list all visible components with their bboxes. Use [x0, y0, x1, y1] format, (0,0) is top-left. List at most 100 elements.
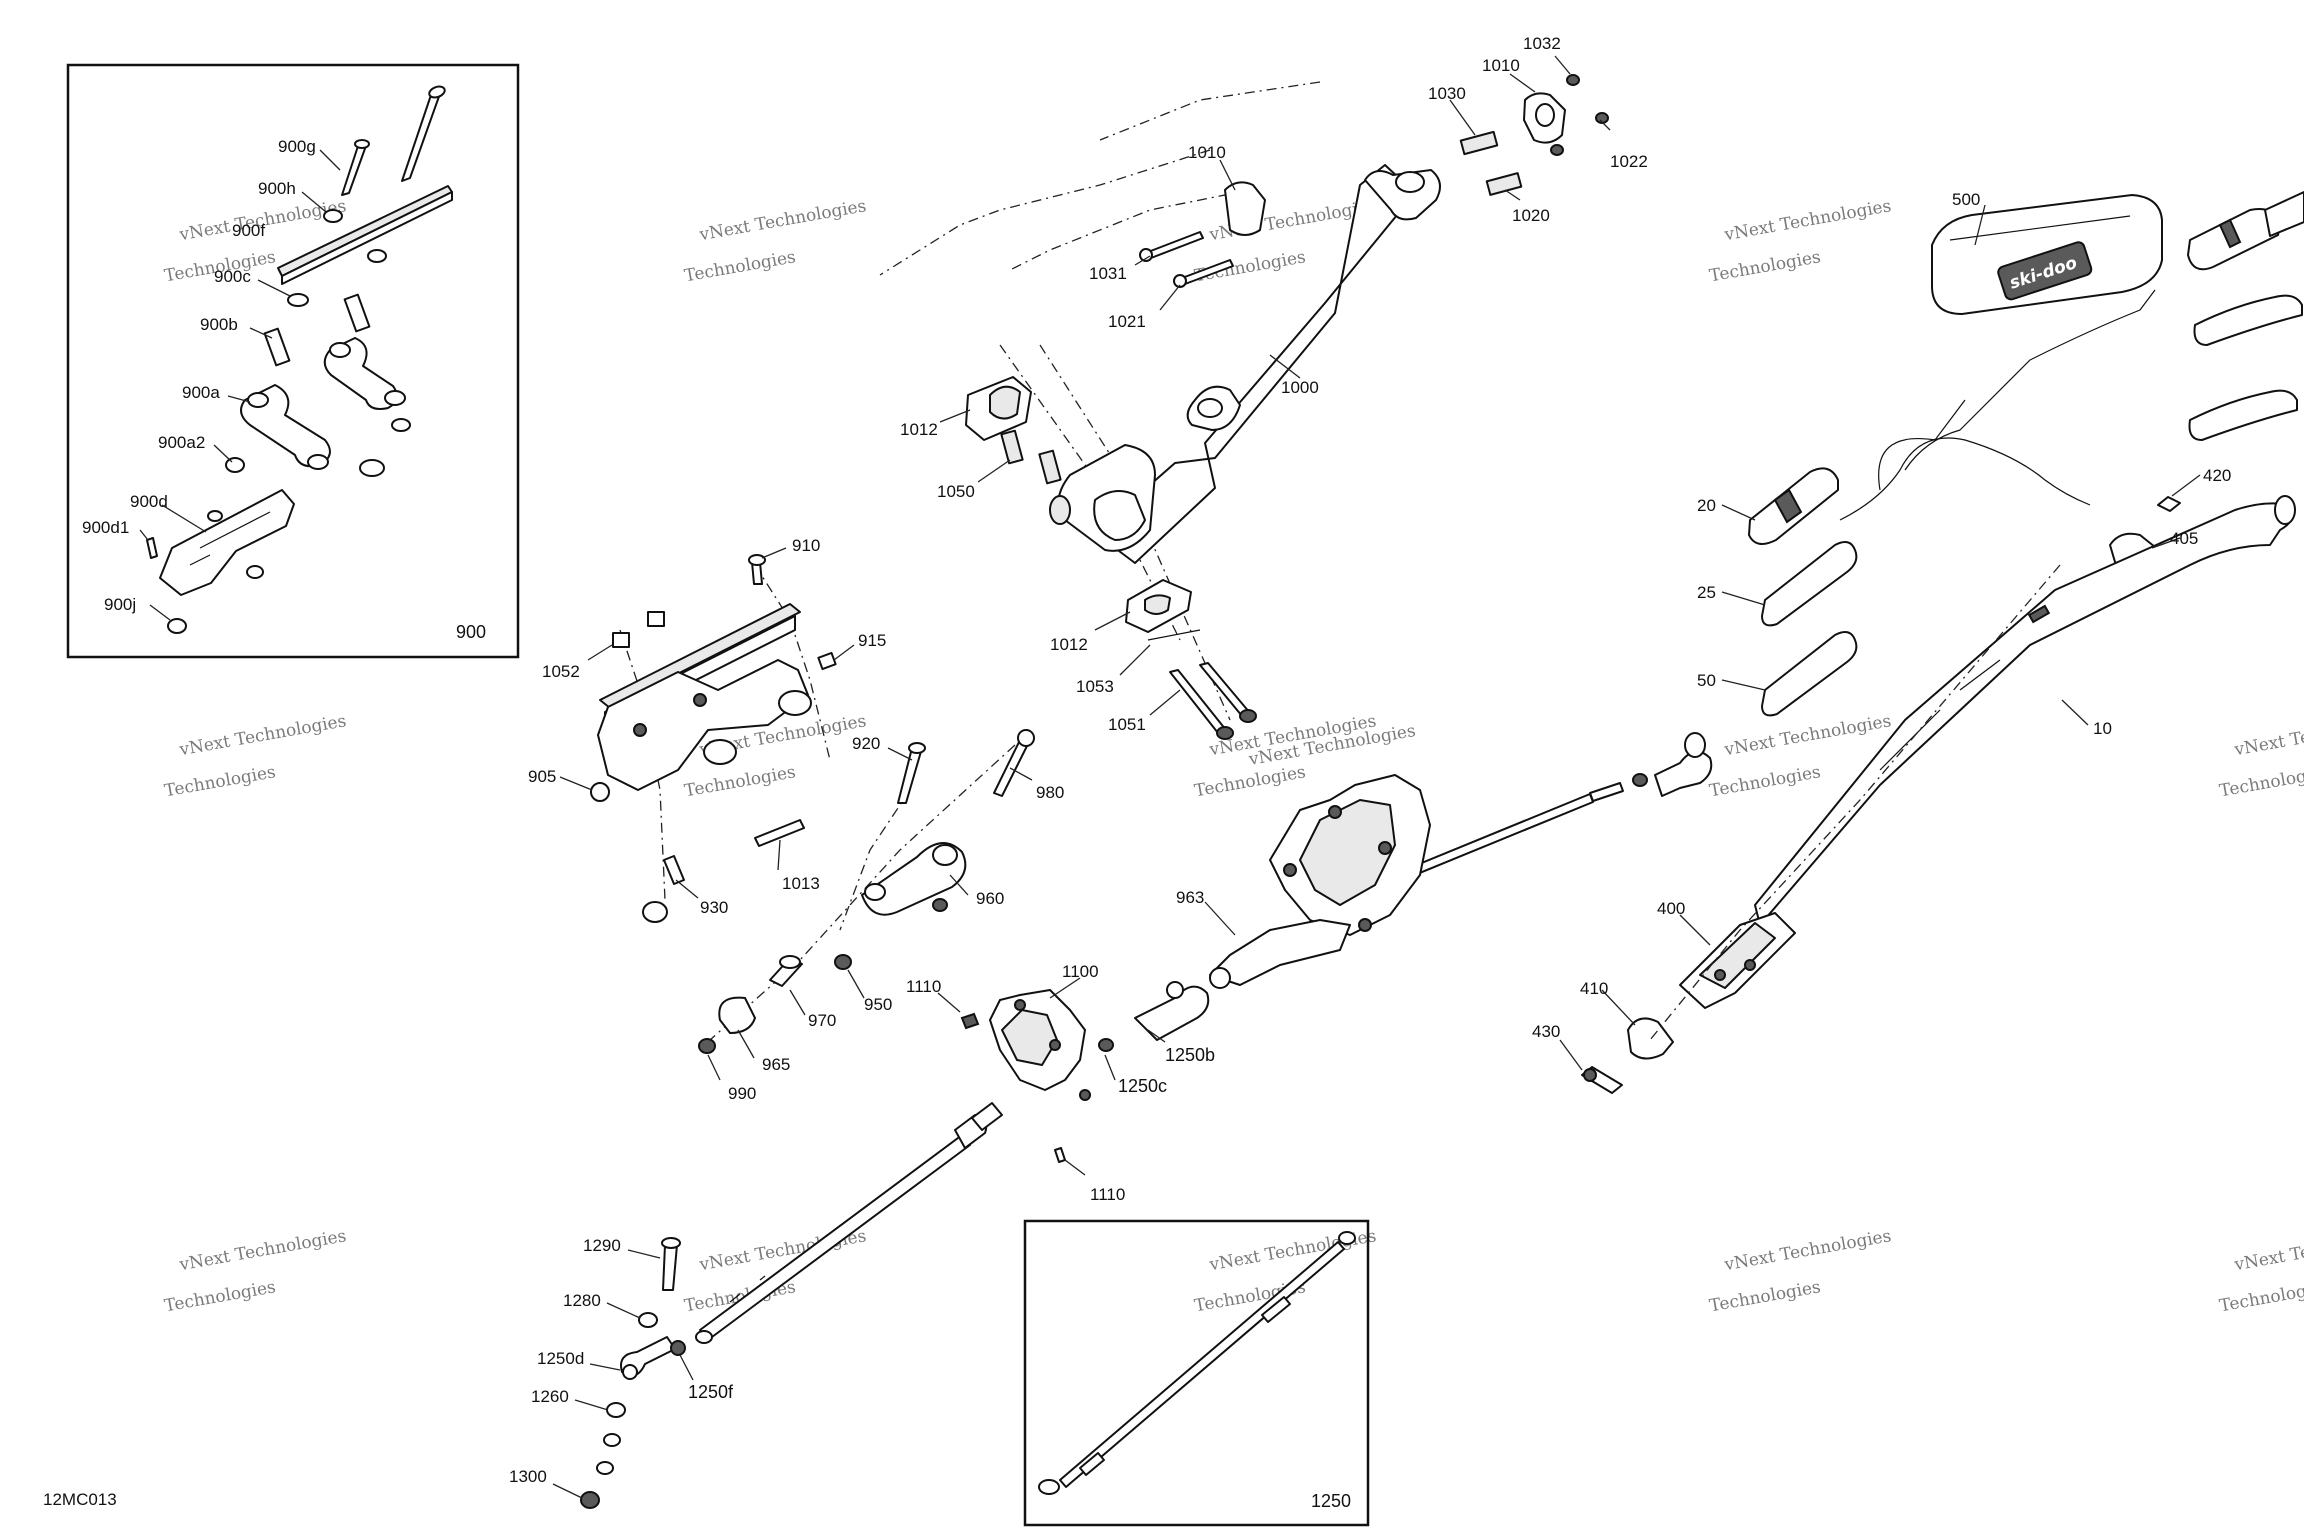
base-plate-part [159, 489, 295, 596]
bolt-hole [1378, 841, 1392, 855]
cap-part [642, 901, 668, 923]
washer-part [603, 1433, 621, 1447]
callout-990: 990 [728, 1084, 756, 1103]
bushing-part [1209, 967, 1231, 989]
leader-line [1601, 989, 1636, 1026]
column-end [1197, 398, 1223, 418]
leader-line [139, 529, 149, 541]
watermark-text: Technologies [1708, 1277, 1822, 1316]
callout-430: 430 [1532, 1022, 1560, 1041]
leader-line [1147, 1029, 1166, 1043]
watermark-text: vNext Technologies [1722, 196, 1893, 245]
leader-line [1449, 99, 1476, 136]
bushing-part [384, 390, 406, 406]
bolt-hole [1283, 863, 1297, 877]
bolt-part [662, 1244, 678, 1291]
lower-shaft-group: 1290 1280 1250d 1250f 1260 1300 12MC013 [43, 1102, 1003, 1509]
bolt-head [693, 693, 707, 707]
bolt-head [428, 85, 446, 99]
leader-line [249, 327, 273, 339]
handlebar-end-part [2188, 389, 2298, 441]
clamp-part [1627, 1017, 1674, 1060]
bolt-hole [1014, 999, 1026, 1011]
bolt-part [897, 747, 923, 804]
callout-1032: 1032 [1523, 34, 1561, 53]
callout-1020: 1020 [1512, 206, 1550, 225]
leader-line [589, 1363, 621, 1371]
clip-part [647, 611, 665, 627]
nut-part [359, 459, 385, 477]
tie-rod-boot [1079, 1452, 1105, 1476]
callout-400: 400 [1657, 899, 1685, 918]
callout-1250b: 1250b [1165, 1045, 1215, 1065]
nut-part [1595, 112, 1609, 124]
callout-963: 963 [1176, 888, 1204, 907]
bolt-part [1147, 231, 1204, 259]
nut-part [1216, 726, 1234, 740]
bracket-rail-part [599, 603, 801, 709]
handlebar-part [1754, 502, 2294, 926]
watermark-text: Technologies [163, 762, 277, 801]
column-end [1395, 171, 1425, 193]
bushing-part [247, 392, 269, 408]
callout-950: 950 [864, 995, 892, 1014]
callout-405: 405 [2170, 529, 2198, 548]
handlebar-marking [2027, 604, 2051, 624]
leader-line [737, 1029, 755, 1059]
watermark-text: vNext Technologies [1722, 711, 1893, 760]
leader-line [1269, 354, 1301, 379]
callout-1012: 1012 [900, 420, 938, 439]
washer-part [1147, 629, 1201, 641]
ball-joint-end [1684, 732, 1706, 758]
bolt-head [1017, 729, 1035, 747]
leader-line [939, 409, 971, 423]
leader-line [552, 1483, 583, 1499]
rail-part [281, 191, 453, 285]
callout-1052: 1052 [542, 662, 580, 681]
rod-end-eye [1338, 1231, 1356, 1245]
watermark-text: Technologies [1708, 247, 1822, 286]
callout-900d: 900d [130, 492, 168, 511]
leader-line [559, 776, 593, 791]
callout-20: 20 [1697, 496, 1716, 515]
steering-support-group: 963 1110 1100 1250b 1250c 1110 [906, 732, 1713, 1204]
spacer-part [263, 327, 291, 367]
callout-900g: 900g [278, 137, 316, 156]
callout-1022: 1022 [1610, 152, 1648, 171]
callout-1030: 1030 [1428, 84, 1466, 103]
leader-line [1679, 914, 1711, 946]
bushing-part [307, 454, 329, 470]
sleeve-part [1459, 130, 1499, 156]
shaft-detail [729, 1275, 766, 1303]
leader-line [1104, 1054, 1116, 1081]
callout-1110: 1110 [906, 977, 941, 996]
leader-line [1009, 767, 1033, 781]
bushing-part [329, 342, 351, 358]
sleeve-part [1038, 449, 1062, 485]
leader-line [1509, 73, 1536, 93]
sleeve-part [1485, 172, 1523, 196]
wiring-harness [1904, 289, 2156, 471]
tie-rod-part [1059, 1241, 1345, 1488]
bolt-hole [1358, 918, 1372, 932]
callout-930: 930 [700, 898, 728, 917]
tie-rod-boot [1261, 1296, 1291, 1323]
inset-frame-1250 [1023, 1219, 1370, 1527]
bolt-head [1139, 248, 1153, 262]
leader-line [847, 969, 865, 999]
callout-1010: 1010 [1482, 56, 1520, 75]
assembly-line [879, 149, 1211, 276]
callout-420: 420 [2203, 466, 2231, 485]
leader-line [227, 395, 251, 403]
leader-line [1219, 159, 1236, 191]
bolt-part [341, 142, 368, 196]
bolt-head [633, 723, 647, 737]
callout-900a: 900a [182, 383, 220, 402]
grip-band [1773, 488, 1803, 524]
callout-960: 960 [976, 889, 1004, 908]
watermark-text: vNext Technologies [2232, 711, 2304, 760]
base-plate-detail [189, 511, 271, 566]
bolt-head [661, 1237, 681, 1249]
leader-line [1554, 55, 1571, 75]
